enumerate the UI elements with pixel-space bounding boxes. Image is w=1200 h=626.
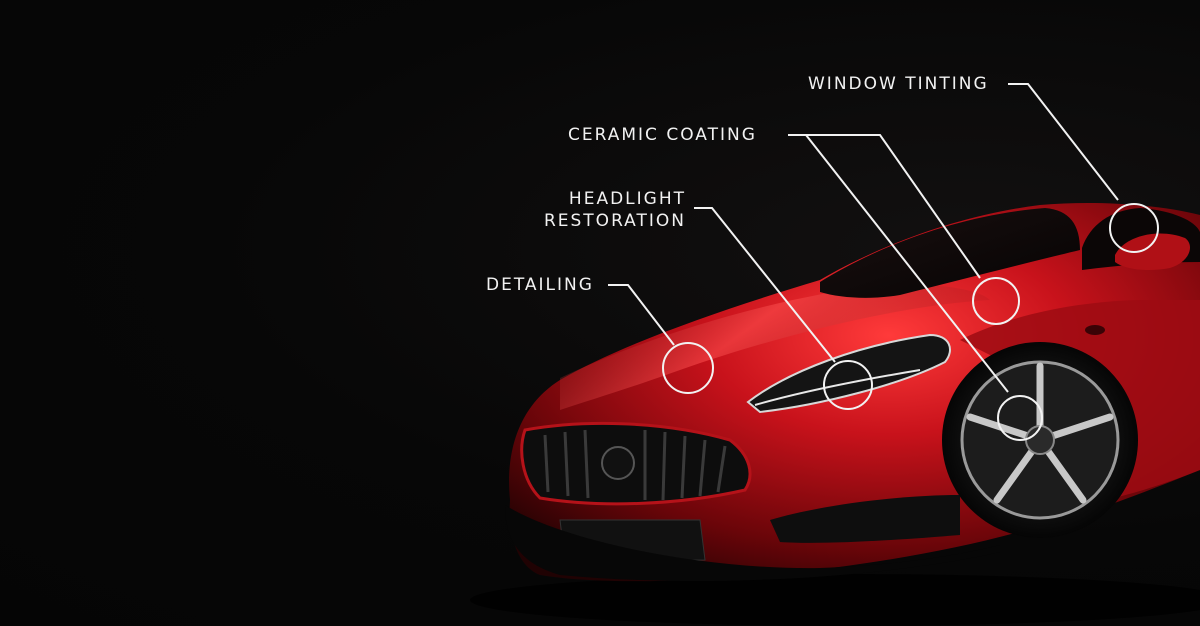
headlight-drl (754, 369, 921, 406)
label-headlight-restoration: HEADLIGHT RESTORATION (528, 188, 686, 232)
hood-reflection (560, 284, 990, 410)
ground-shadow (470, 574, 1200, 626)
label-ceramic-coating: CERAMIC COATING (568, 125, 757, 145)
label-headlight-line1: HEADLIGHT (568, 189, 686, 209)
wheel-hub (1025, 425, 1055, 455)
front-grille (520, 421, 752, 506)
callout-lines (608, 83, 1159, 441)
label-window-tinting: WINDOW TINTING (808, 74, 989, 94)
side-mirror (1115, 233, 1190, 270)
callout-circle-ceramic-coating-b (997, 395, 1043, 441)
grille-slats (543, 429, 727, 501)
label-detailing: DETAILING (486, 275, 594, 295)
front-splitter (505, 505, 1000, 582)
callout-circle-headlight (823, 360, 873, 410)
callout-line-ceramic-coating-b (805, 134, 1009, 393)
side-intake (770, 495, 960, 543)
callout-circle-window-tinting (1109, 203, 1159, 253)
callout-line-detailing (608, 284, 675, 346)
callout-circle-detailing (662, 342, 714, 394)
callout-circle-ceramic-coating-a (972, 277, 1020, 325)
callout-line-ceramic-coating-a (788, 134, 981, 279)
emblem (601, 446, 635, 480)
callout-line-headlight (694, 207, 836, 363)
windshield (820, 208, 1080, 298)
door-handle (1085, 325, 1105, 335)
callout-line-window-tinting (1008, 83, 1119, 201)
label-headlight-line2: RESTORATION (543, 211, 686, 231)
